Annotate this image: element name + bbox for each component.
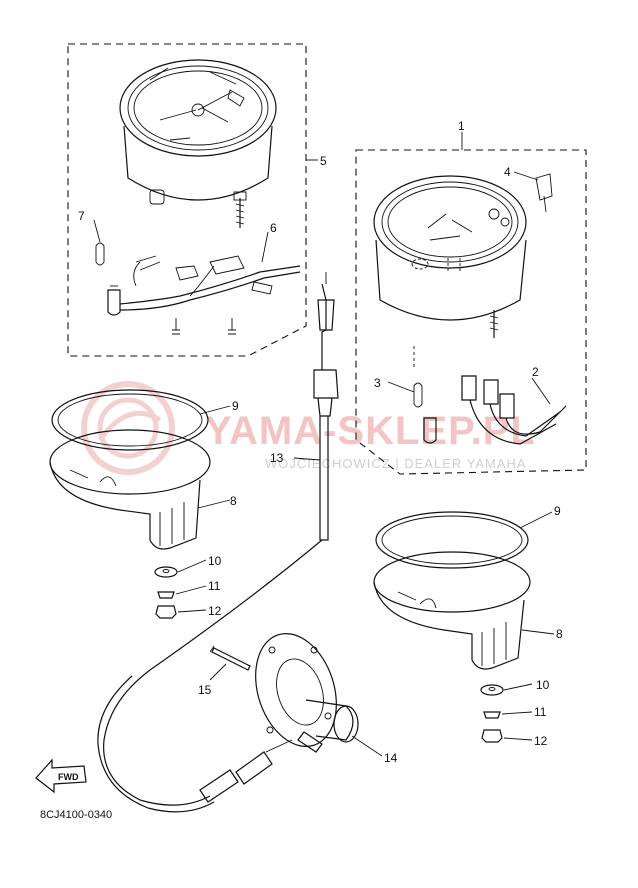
callout-12-right: 12 xyxy=(534,734,548,748)
callout-1: 1 xyxy=(458,119,465,133)
callout-14: 14 xyxy=(384,751,398,765)
tachometer-harness xyxy=(95,242,301,335)
callout-labels: 1 2 3 4 5 6 7 8 8 9 9 10 10 11 11 12 12 … xyxy=(78,119,563,765)
callout-2: 2 xyxy=(532,365,539,379)
callout-10-left: 10 xyxy=(208,554,222,568)
tachometer-gauge xyxy=(119,59,277,228)
callout-8-right: 8 xyxy=(556,627,563,641)
speedometer-gear-unit xyxy=(255,633,359,753)
callout-10-right: 10 xyxy=(536,678,550,692)
callout-11-right: 11 xyxy=(534,705,547,719)
callout-13: 13 xyxy=(270,451,284,465)
pin-part xyxy=(209,645,251,671)
callout-9-right: 9 xyxy=(554,504,561,518)
callout-7: 7 xyxy=(78,209,85,223)
callout-9-left: 9 xyxy=(232,399,239,413)
fwd-arrow: FWD xyxy=(35,758,87,794)
speedometer-cable xyxy=(313,272,339,541)
callout-3: 3 xyxy=(374,376,381,390)
speedometer-harness xyxy=(413,346,567,445)
lower-cable xyxy=(97,539,323,813)
watermark: YAMA-SKLEP.PL WOJCIECHOWICZ | DEALER YAM… xyxy=(81,381,536,475)
watermark-logo xyxy=(81,381,175,475)
bracket-left xyxy=(49,389,211,550)
speedometer-gauge xyxy=(373,173,553,338)
watermark-sub: WOJCIECHOWICZ | DEALER YAMAHA xyxy=(265,456,527,471)
hardware-right xyxy=(480,684,504,743)
leader-lines xyxy=(93,132,555,757)
callout-15: 15 xyxy=(198,683,212,697)
callout-11-left: 11 xyxy=(208,579,221,593)
watermark-main: YAMA-SKLEP.PL xyxy=(205,409,536,453)
callout-5: 5 xyxy=(320,154,327,168)
fwd-label: FWD xyxy=(58,772,79,782)
diagram-code: 8CJ4100-0340 xyxy=(40,809,112,821)
callout-6: 6 xyxy=(270,221,277,235)
callout-12-left: 12 xyxy=(208,604,222,618)
callout-4: 4 xyxy=(504,165,511,179)
bracket-right xyxy=(373,511,531,670)
assembly-box-tachometer xyxy=(67,43,307,357)
hardware-left xyxy=(154,566,178,619)
callout-8-left: 8 xyxy=(230,494,237,508)
